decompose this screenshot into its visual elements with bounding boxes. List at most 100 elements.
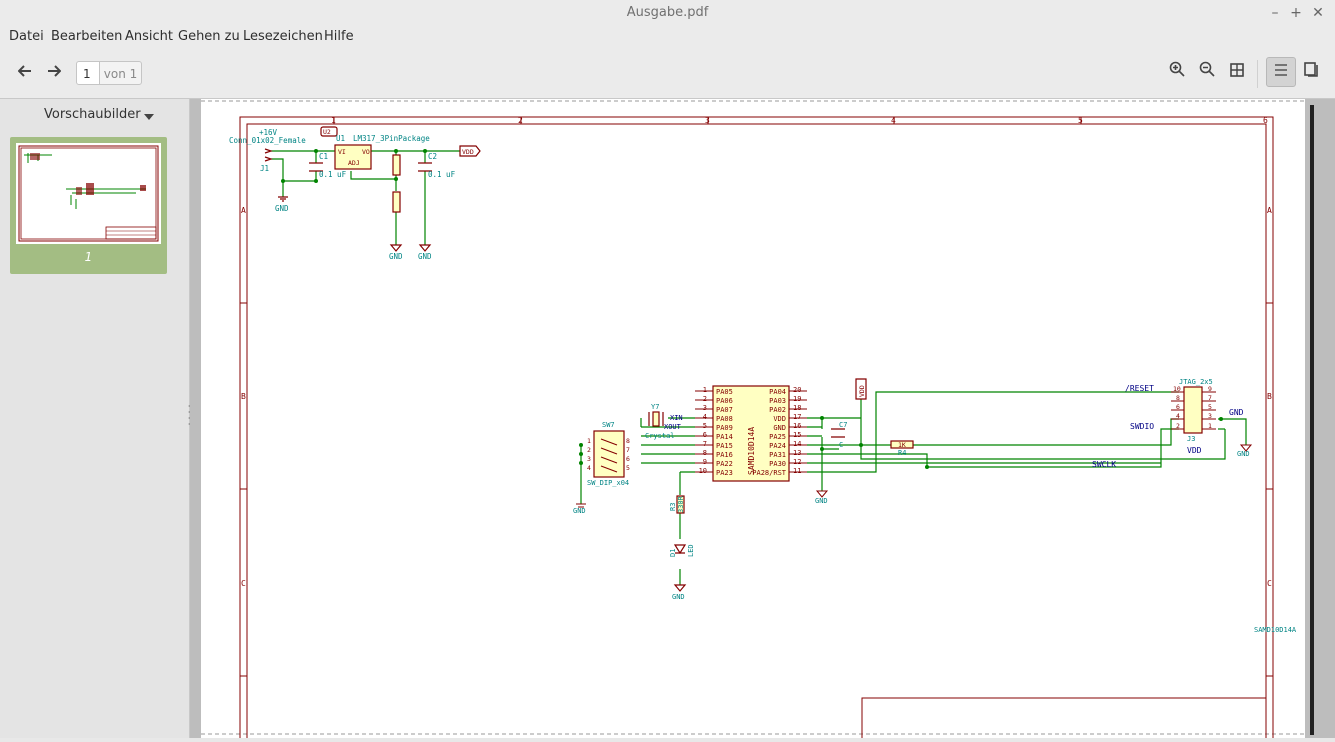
- minimize-icon[interactable]: –: [1271, 5, 1279, 21]
- mcu-pin-number: 19: [793, 395, 801, 403]
- jtag-pin: 5: [1208, 403, 1212, 411]
- page-number-input[interactable]: 1: [76, 61, 100, 85]
- mcu-pin-number: 8: [703, 449, 707, 457]
- sw-pin: 7: [626, 446, 630, 454]
- maximize-icon[interactable]: +: [1290, 5, 1302, 21]
- col-label: 4: [891, 116, 896, 125]
- gnd-label: GND: [573, 507, 586, 515]
- led-value: LED: [687, 544, 695, 557]
- zoom-out-icon[interactable]: [1194, 59, 1220, 85]
- page-count-label: von 1: [99, 61, 142, 85]
- thumbnail-page-number: 1: [84, 250, 93, 264]
- chevron-down-icon[interactable]: [144, 109, 154, 124]
- led-ref: D1: [669, 549, 677, 557]
- sw-pin: 3: [587, 455, 591, 463]
- row-label: C: [1267, 579, 1272, 588]
- r3-value: 330R: [677, 495, 685, 513]
- thumbnail-image: [16, 143, 161, 244]
- mcu-pin-name: PA15: [716, 442, 733, 450]
- crystal-value: Crystal: [645, 432, 675, 440]
- close-icon[interactable]: ✕: [1312, 5, 1324, 21]
- sidebar-header[interactable]: Vorschaubilder: [0, 99, 189, 129]
- toolbar: 1 von 1: [0, 48, 1335, 99]
- jtag-pin: 9: [1208, 385, 1212, 393]
- mcu-pin-name: PA06: [716, 397, 733, 405]
- window-title: Ausgabe.pdf: [626, 5, 709, 20]
- continuous-view-icon[interactable]: [1266, 57, 1296, 87]
- forward-arrow-icon[interactable]: [41, 59, 67, 85]
- menu-hilfe[interactable]: Hilfe: [324, 29, 354, 44]
- menu-ansicht[interactable]: Ansicht: [125, 29, 174, 44]
- jtag-pin: 2: [1176, 422, 1180, 430]
- mcu-pin-name: PA25: [769, 433, 786, 441]
- menu-datei[interactable]: Datei: [9, 29, 44, 44]
- mcu-name: SAMD10D14A: [747, 427, 756, 475]
- zoom-in-icon[interactable]: [1164, 59, 1190, 85]
- conn-ref: J1: [260, 164, 269, 173]
- jtag-value: JTAG_2x5: [1179, 378, 1213, 386]
- mcu-pin-name: PA28/RST: [752, 469, 787, 477]
- mcu-pin-number: 15: [793, 431, 801, 439]
- vin-label: +16V: [259, 128, 278, 137]
- r4-value: 1K: [898, 441, 906, 449]
- menu-gehen-zu[interactable]: Gehen zu: [178, 29, 240, 44]
- mcu-pin-number: 7: [703, 440, 707, 448]
- title-bar: Ausgabe.pdf – + ✕: [0, 0, 1335, 27]
- sw-pin: 6: [626, 455, 630, 463]
- sw-pin: 1: [587, 437, 591, 445]
- mcu-pin-number: 4: [703, 413, 707, 421]
- mcu-pin-name: PA09: [716, 424, 733, 432]
- r4-ref: R4: [898, 449, 906, 457]
- jtag-pin: 8: [1176, 394, 1180, 402]
- gnd-label: GND: [815, 497, 828, 505]
- mcu-body: [712, 385, 790, 482]
- col-label: 2: [518, 116, 523, 125]
- mcu-pin-number: 16: [793, 422, 801, 430]
- jtag-pin: 6: [1176, 403, 1180, 411]
- schematic-drawing: 1 2 3 4 5 6 A B C A B C: [201, 100, 1305, 742]
- menu-bearbeiten[interactable]: Bearbeiten: [51, 29, 123, 44]
- sw-pin: 4: [587, 464, 591, 472]
- vdd-label: VDD: [462, 148, 474, 156]
- col-label: 1: [331, 116, 336, 125]
- c2-ref: C2: [428, 152, 437, 161]
- row-label: C: [241, 579, 246, 588]
- mcu-pin-number: 3: [703, 404, 707, 412]
- c1-value: 0.1 uF: [319, 170, 347, 179]
- swdio-label: SWDIO: [1130, 422, 1154, 431]
- switch-ref: SW7: [602, 421, 615, 429]
- vertical-scrollbar[interactable]: [1310, 105, 1314, 735]
- conn-value: Conn_01x02_Female: [229, 136, 306, 145]
- mcu-pin-name: PA14: [716, 433, 733, 441]
- mcu-pin-name: PA03: [769, 397, 786, 405]
- swclk-label: SWCLK: [1092, 460, 1116, 469]
- fit-page-icon[interactable]: [1224, 59, 1250, 85]
- mcu-pin-name: PA24: [769, 442, 786, 450]
- back-arrow-icon[interactable]: [12, 59, 38, 85]
- page-thumbnail[interactable]: 1: [10, 137, 167, 274]
- row-label: A: [241, 206, 246, 215]
- jtag-ref: J3: [1187, 435, 1195, 443]
- mcu-pin-number: 13: [793, 449, 801, 457]
- gnd-label: GND: [389, 252, 403, 261]
- document-view[interactable]: 1 2 3 4 5 6 A B C A B C: [190, 99, 1335, 742]
- mcu-pin-name: PA07: [716, 406, 733, 414]
- dual-page-icon[interactable]: [1299, 59, 1325, 85]
- reg-sub: U1: [336, 134, 345, 143]
- mcu-pin-number: 1: [703, 386, 707, 394]
- cap-ref: C7: [839, 421, 847, 429]
- menu-lesezeichen[interactable]: Lesezeichen: [243, 29, 323, 44]
- reset-label: /RESET: [1125, 384, 1154, 393]
- jtag-pin: 7: [1208, 394, 1212, 402]
- sw-pin: 8: [626, 437, 630, 445]
- jtag-pin: 4: [1176, 412, 1180, 420]
- crystal-ref: Y7: [651, 403, 659, 411]
- mcu-pin-number: 17: [793, 413, 801, 421]
- switch-value: SW_DIP_x04: [587, 479, 629, 487]
- mcu-pin-name: PA16: [716, 451, 733, 459]
- reg-adj: ADJ: [348, 159, 360, 167]
- jtag-pin: 10: [1173, 385, 1181, 393]
- row-label: B: [1267, 392, 1272, 401]
- reg-vi: VI: [338, 148, 346, 156]
- mcu-pin-name: PA31: [769, 451, 786, 459]
